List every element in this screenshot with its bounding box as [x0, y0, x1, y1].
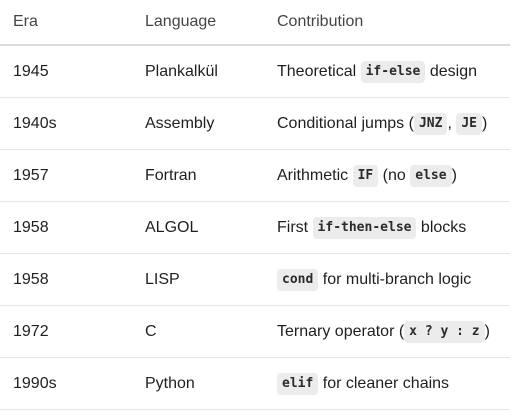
contribution-text: Theoretical: [277, 62, 361, 80]
header-contribution: Contribution: [264, 0, 510, 46]
contribution-cell: Theoretical if-else design: [264, 45, 510, 98]
contribution-text: design: [425, 62, 477, 80]
contribution-cell: First if-then-else blocks: [264, 201, 510, 254]
era-cell: 1940s: [0, 97, 132, 150]
contribution-text: ,: [447, 114, 457, 132]
era-cell: 1957: [0, 149, 132, 202]
contribution-text: for cleaner chains: [318, 374, 450, 392]
code-snippet: elif: [277, 372, 319, 395]
code-snippet: else: [410, 164, 452, 187]
code-snippet: JE: [456, 112, 482, 135]
contribution-text: blocks: [416, 218, 467, 236]
code-snippet: if-then-else: [312, 216, 417, 239]
contribution-text: (no: [378, 166, 411, 184]
contribution-cell: Ternary operator (x ? y : z): [264, 305, 510, 358]
contribution-text: ): [481, 114, 488, 132]
language-cell: LISP: [132, 253, 264, 306]
code-snippet: IF: [352, 164, 379, 187]
era-cell: 1958: [0, 253, 132, 306]
language-cell: C: [132, 305, 264, 358]
language-cell: Python: [132, 357, 264, 410]
contribution-text: Ternary operator (: [277, 322, 405, 340]
language-cell: Fortran: [132, 149, 264, 202]
era-cell: 1958: [0, 201, 132, 254]
header-row: Era Language Contribution: [0, 0, 510, 46]
contribution-text: Conditional jumps (: [277, 114, 414, 132]
era-cell: 1972: [0, 305, 132, 358]
contribution-text: First: [277, 218, 313, 236]
contribution-text: Arithmetic: [277, 166, 353, 184]
contribution-cell: Arithmetic IF (no else): [264, 149, 510, 202]
era-cell: 1945: [0, 45, 132, 98]
era-cell: 1990s: [0, 357, 132, 410]
header-era: Era: [0, 0, 132, 46]
code-snippet: x ? y : z: [404, 320, 485, 343]
contribution-cell: Conditional jumps (JNZ, JE): [264, 97, 510, 150]
contribution-text: for multi-branch logic: [318, 270, 472, 288]
table-header: Era Language Contribution: [0, 0, 510, 46]
contribution-cell: cond for multi-branch logic: [264, 253, 510, 306]
header-language: Language: [132, 0, 264, 46]
language-cell: ALGOL: [132, 201, 264, 254]
language-cell: Plankalkül: [132, 45, 264, 98]
code-snippet: JNZ: [413, 112, 448, 135]
contribution-text: ): [484, 322, 490, 340]
code-snippet: cond: [277, 268, 319, 291]
contribution-text: ): [451, 166, 457, 184]
code-snippet: if-else: [360, 60, 426, 83]
contribution-cell: elif for cleaner chains: [264, 357, 510, 410]
language-cell: Assembly: [132, 97, 264, 150]
